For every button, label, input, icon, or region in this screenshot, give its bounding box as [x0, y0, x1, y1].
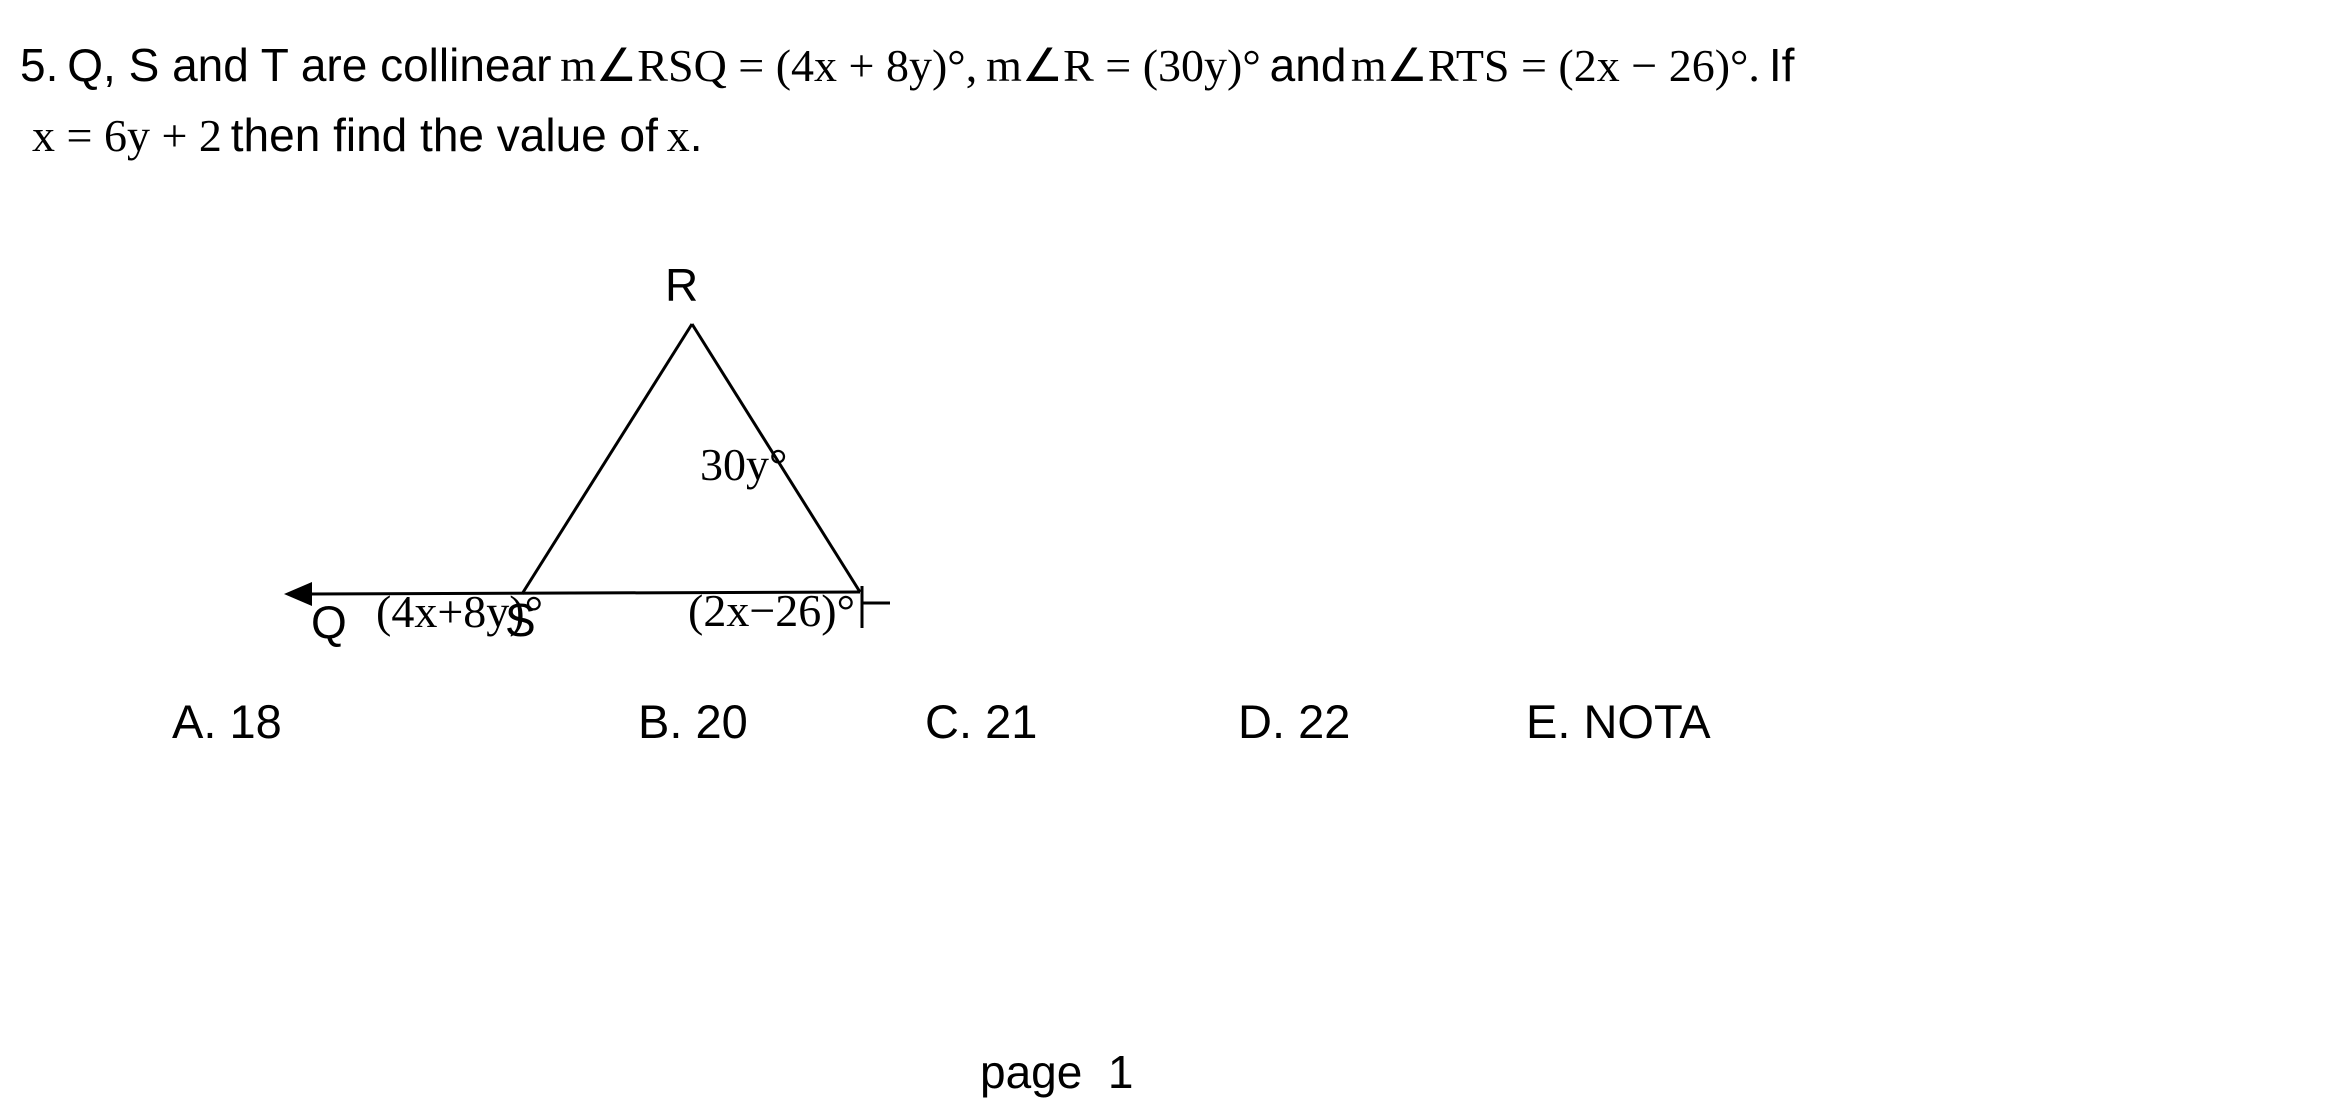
choice-e: E. NOTA	[1526, 694, 1711, 749]
angle-label-s: (4x+8y)°	[376, 586, 543, 637]
side-sr	[520, 323, 694, 595]
and-word: and	[1269, 39, 1347, 91]
choice-a: A. 18	[172, 694, 282, 749]
choice-d: D. 22	[1238, 694, 1350, 749]
question-intro: Q, S and T are collinear	[67, 39, 552, 91]
angle-label-t: (2x−26)°	[688, 585, 855, 636]
angle-label-r: 30y°	[700, 439, 787, 490]
question-number: 5.	[20, 39, 59, 91]
choice-letter: D.	[1238, 695, 1285, 748]
question-line-1: 5. Q, S and T are collinear m∠RSQ = (4x …	[20, 39, 1795, 91]
choice-value: 21	[985, 695, 1038, 748]
condition-equation: x = 6y + 2	[32, 110, 222, 161]
ask-variable: x	[666, 110, 690, 161]
page-footer: page 1	[980, 1045, 1134, 1099]
equation-angle-r: m∠R = (30y)°	[986, 40, 1261, 91]
choice-b: B. 20	[638, 694, 748, 749]
choice-c: C. 21	[925, 694, 1037, 749]
question-line-2: x = 6y + 2 then find the value of x.	[32, 109, 703, 161]
question-ask: then find the value of	[230, 109, 658, 161]
if-word: If	[1768, 39, 1795, 91]
choice-value: NOTA	[1583, 695, 1711, 748]
choice-value: 22	[1298, 695, 1351, 748]
comma-separator: ,	[965, 40, 978, 91]
page-label: page	[980, 1046, 1083, 1098]
choice-value: 20	[695, 695, 748, 748]
vertex-label-s: S	[505, 594, 536, 646]
side-rt	[690, 323, 862, 593]
choice-value: 18	[229, 695, 282, 748]
equation-angle-rts: m∠RTS = (2x − 26)°	[1350, 40, 1749, 91]
vertex-label-r: R	[665, 259, 698, 311]
choice-letter: C.	[925, 695, 972, 748]
choice-letter: E.	[1526, 695, 1571, 748]
page-number: 1	[1107, 1046, 1134, 1098]
arrowhead-q	[284, 582, 312, 606]
choice-letter: B.	[638, 695, 683, 748]
equation-angle-rsq: m∠RSQ = (4x + 8y)°	[560, 40, 966, 91]
vertex-label-q: Q	[311, 596, 347, 648]
line-qt	[307, 590, 861, 596]
choice-letter: A.	[172, 695, 217, 748]
